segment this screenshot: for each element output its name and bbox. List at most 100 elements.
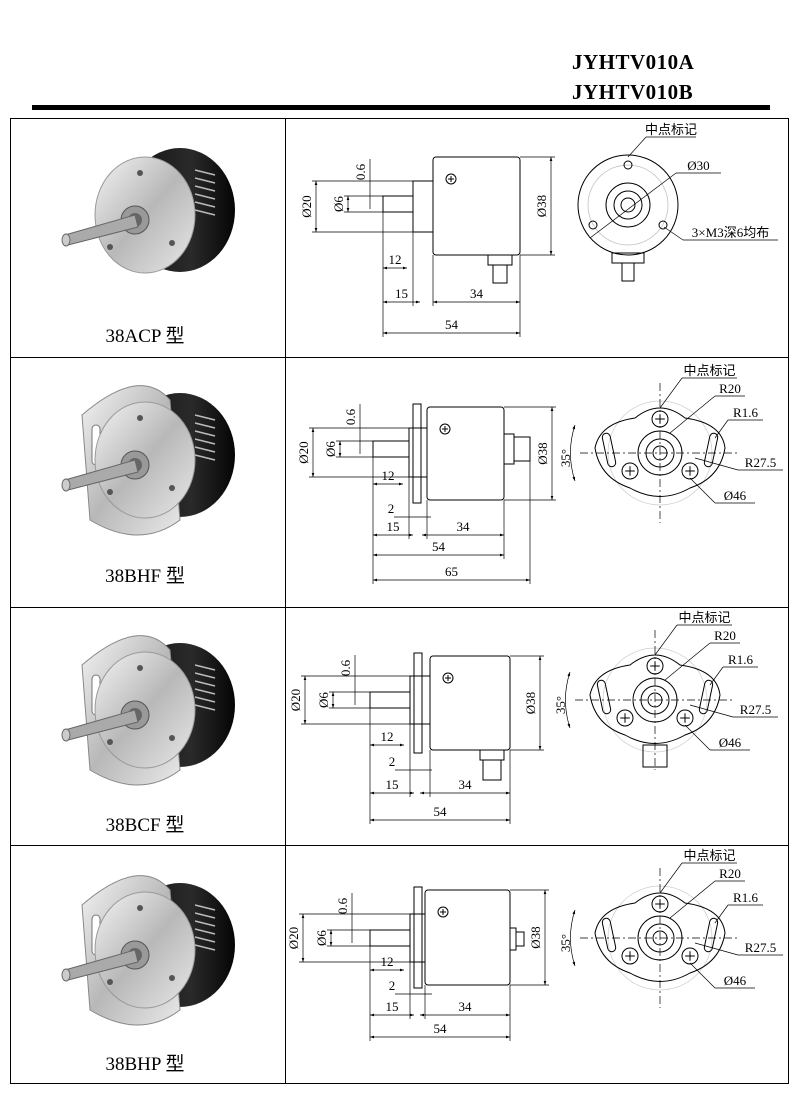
flange-slot [698, 679, 714, 715]
callout-label: R20 [719, 381, 741, 396]
label-print [194, 185, 216, 192]
cable-gland [642, 744, 668, 768]
dimension-label: Ø6 [323, 441, 338, 457]
column-divider [285, 118, 286, 1084]
connector-pins [515, 931, 525, 947]
dimension-label: 34 [457, 519, 471, 534]
encoder-body [432, 156, 521, 256]
label-print [194, 928, 216, 935]
screw-icon [137, 415, 143, 421]
label-print [194, 414, 216, 421]
leader-line [589, 172, 677, 239]
dimension-label: 12 [382, 468, 395, 483]
dimension-label: 2 [389, 978, 396, 993]
servo-flange [594, 892, 726, 982]
bearing [613, 190, 643, 220]
label-print [194, 904, 216, 911]
label-print [194, 177, 216, 184]
encoder-photo [61, 385, 235, 536]
servo-flange-plate [413, 886, 423, 989]
screw-icon [169, 975, 175, 981]
label-print [194, 454, 216, 461]
dimension-label: Ø20 [296, 441, 311, 463]
dimension-label: 15 [386, 777, 399, 792]
flange [408, 427, 428, 478]
callout-label: R27.5 [740, 702, 771, 717]
encoder-body [424, 889, 511, 986]
dimension-label: 12 [389, 252, 402, 267]
dimension-label: Ø20 [286, 927, 301, 949]
leader-line [689, 477, 716, 504]
callout-label: 中点标记 [678, 610, 730, 625]
flange [409, 675, 431, 725]
label-print [194, 193, 216, 200]
label-print [194, 688, 216, 695]
label-print [194, 201, 216, 208]
dimension-label: Ø38 [523, 692, 538, 714]
cable-gland [503, 433, 515, 465]
angle-dimension [565, 671, 571, 729]
shaft [369, 929, 411, 947]
leader-line [689, 962, 716, 989]
model-label-38bhp: 38BHP 型 [105, 1054, 185, 1075]
callout-label: 中点标记 [683, 363, 735, 378]
flange-slot [703, 432, 719, 468]
shaft [369, 691, 411, 709]
screw-icon [107, 244, 113, 250]
encoder-photo [61, 148, 235, 274]
connector-pins [492, 264, 508, 284]
flange-slot [601, 432, 617, 468]
screw-icon [137, 905, 143, 911]
leader-line [659, 377, 683, 409]
leader-line [664, 642, 711, 681]
callout-label: R1.6 [728, 652, 753, 667]
leader-line [659, 862, 683, 894]
label-print [194, 936, 216, 943]
dimension-label: 0.6 [353, 163, 368, 180]
shaft-end [61, 728, 71, 742]
leader-line [694, 457, 739, 471]
leader-line [684, 724, 711, 751]
screw-icon [437, 906, 449, 918]
model-label-38bcf: 38BCF 型 [105, 815, 185, 836]
label-print [194, 944, 216, 951]
angle-dimension [570, 424, 576, 482]
callout-label: Ø46 [724, 488, 747, 503]
dimension-label: 0.6 [335, 897, 350, 914]
screw-icon [107, 489, 113, 495]
screw-icon [107, 979, 113, 985]
callout-label: 3×M3深6均布 [692, 225, 769, 240]
dimension-label: 54 [434, 1021, 448, 1036]
dimension-label: 54 [432, 539, 446, 554]
dimension-label: 0.6 [343, 408, 358, 425]
screw-icon [445, 173, 457, 185]
label-print [194, 664, 216, 671]
encoder-photo [61, 635, 235, 786]
screw-icon [621, 462, 639, 480]
label-print [194, 446, 216, 453]
encoder-body [426, 406, 505, 501]
model-label-38acp: 38ACP 型 [105, 326, 185, 347]
leader-line [714, 419, 729, 439]
dimension-label: 15 [387, 519, 400, 534]
dimension-label: 2 [389, 754, 396, 769]
flange-slot [596, 679, 612, 715]
cable-gland-nut [482, 759, 502, 781]
cable-gland-nut [513, 436, 531, 462]
callout-label: R1.6 [733, 890, 758, 905]
label-print [194, 438, 216, 445]
dimension-label: 54 [434, 804, 448, 819]
leader-line [669, 880, 716, 919]
model-code-a: JYHTV010A [572, 50, 695, 74]
cable-gland [479, 749, 505, 761]
leader-line [714, 904, 729, 924]
angle-label: 35° [553, 696, 568, 714]
callout-label: R1.6 [733, 405, 758, 420]
shaft-end [61, 968, 71, 982]
dimension-label: Ø38 [535, 442, 550, 464]
dimension-label: 0.6 [338, 659, 353, 676]
screw-icon [676, 709, 694, 727]
screw-icon [107, 739, 113, 745]
label-print [194, 169, 216, 176]
label-print [194, 672, 216, 679]
